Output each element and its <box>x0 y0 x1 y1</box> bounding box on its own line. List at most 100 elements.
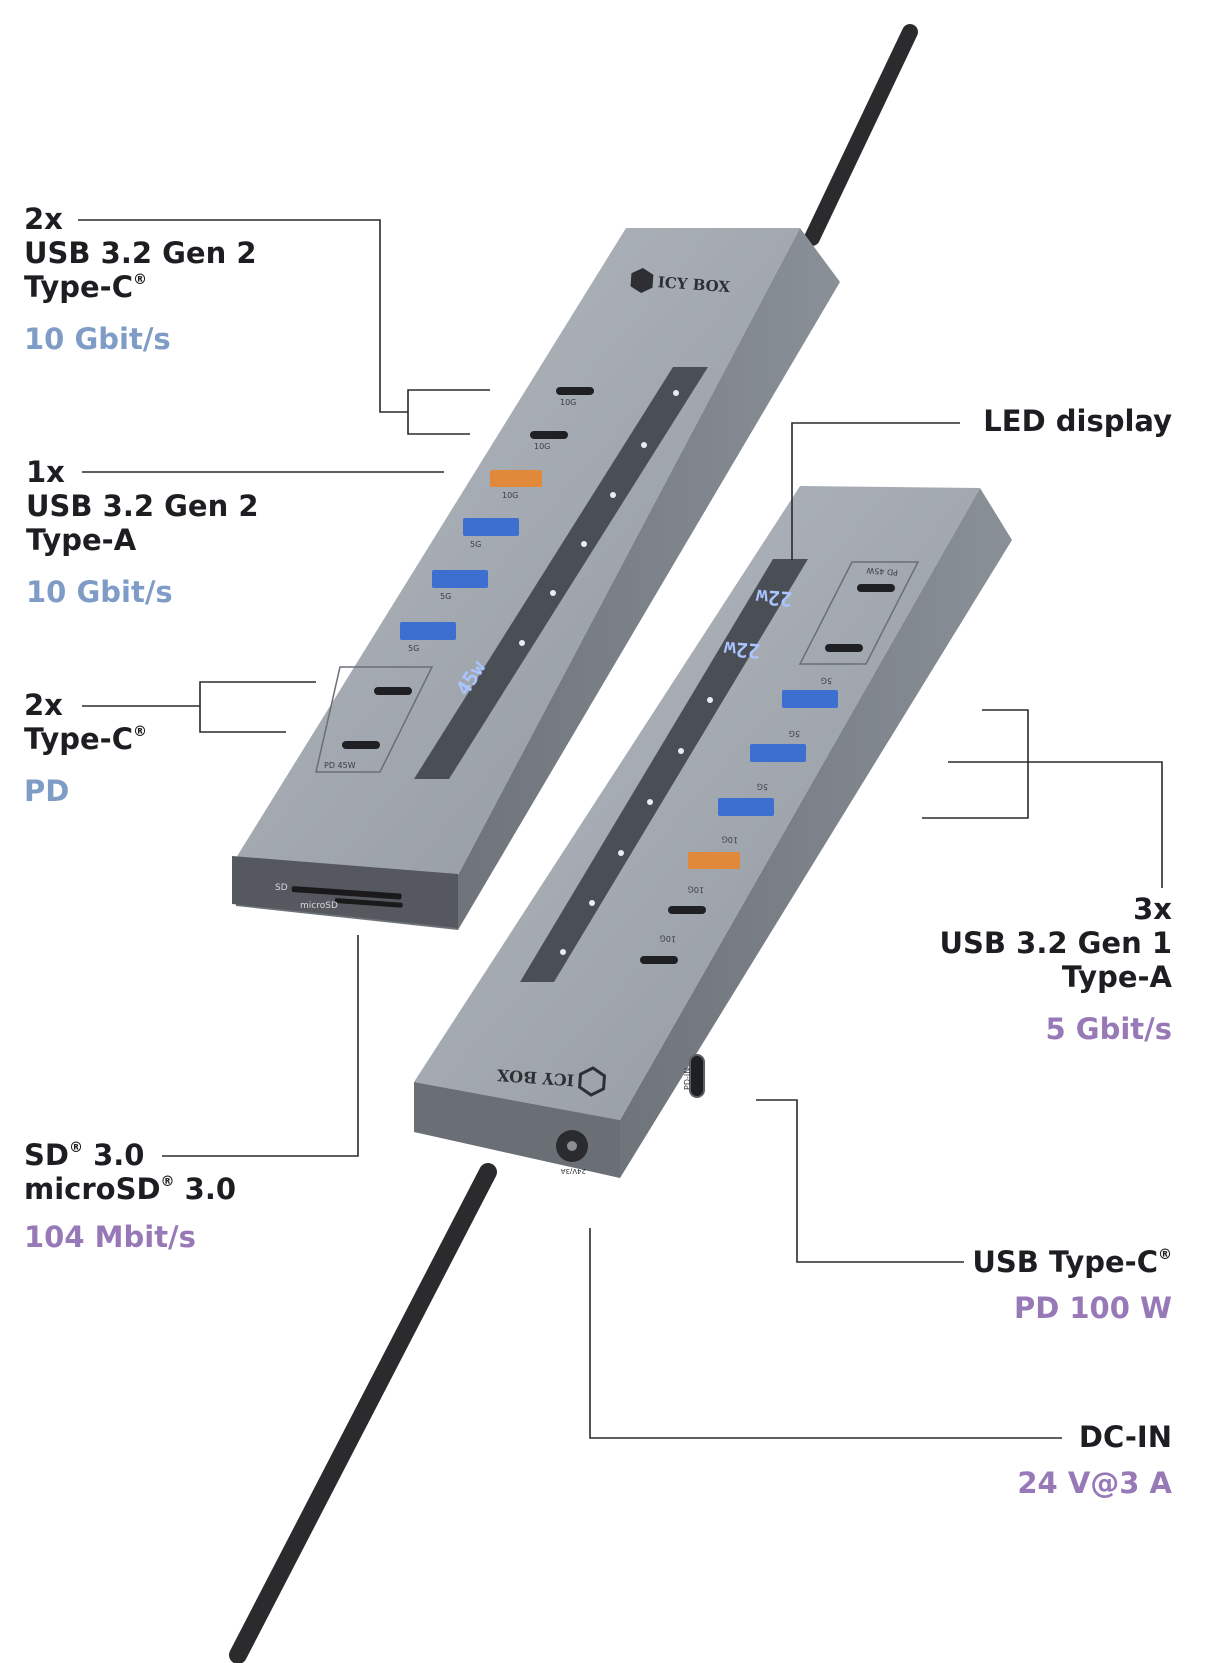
led-dot <box>581 541 587 547</box>
callout-led <box>791 422 960 560</box>
callout-lines <box>78 219 1163 1439</box>
label-interface: USB 3.2 Gen 2 <box>26 489 259 523</box>
led-dot <box>647 799 653 805</box>
led-reading-right-bottom: 22w <box>722 637 761 664</box>
usba-port-5g-1 <box>463 518 519 536</box>
label-sd-line2: microSD® 3.0 <box>24 1172 236 1206</box>
callout-usba-gen1-mid <box>948 761 1163 888</box>
pd-marking-left: PD 45W <box>324 761 356 770</box>
pd-in-marking: PD-IN <box>683 1068 692 1090</box>
microsd-marking: microSD <box>300 901 338 911</box>
label-usba-gen1: 3x USB 3.2 Gen 1 Type-A 5 Gbit/s <box>940 892 1173 1046</box>
usb-cable-top <box>804 24 918 246</box>
led-dot <box>641 442 647 448</box>
hub-right: 24V/3A ICY BOX PD-IN 22w 22w PD 45W 5G <box>414 486 1012 1178</box>
callout-typec-pd-b <box>199 706 286 733</box>
led-dot <box>589 900 595 906</box>
microsd-slot <box>334 898 403 908</box>
port-marking: 5G <box>470 540 481 549</box>
usbc-pd-port-4 <box>825 644 863 652</box>
label-usbc-text: USB Type-C <box>972 1245 1158 1279</box>
label-typec-pd: 2x Type-C® PD <box>24 688 147 808</box>
usbc-pd-port-2 <box>342 741 380 749</box>
usbc-port-10g-3 <box>668 906 706 914</box>
sd-marking: SD <box>275 883 288 893</box>
label-count: 2x <box>24 688 63 722</box>
label-type-text: Type-C <box>24 270 133 304</box>
callout-usbc-pd <box>756 1099 964 1263</box>
usbc-pd-port-1 <box>374 687 412 695</box>
cube-logo-icon <box>630 268 654 293</box>
spacer <box>972 1279 1172 1291</box>
port-marking: 5G <box>440 592 451 601</box>
registered-mark: ® <box>68 1140 83 1156</box>
label-dcin: DC-IN 24 V@3 A <box>1017 1420 1172 1500</box>
pd-port-frame-right <box>798 561 920 665</box>
led-dot <box>618 850 624 856</box>
led-dot <box>550 590 556 596</box>
dc-marking: 24V/3A <box>560 1167 586 1175</box>
label-speed: PD 100 W <box>1013 1291 1172 1325</box>
label-type: Type-A <box>26 523 137 557</box>
label-speed: 10 Gbit/s <box>24 322 171 356</box>
usbc-port-10g-1 <box>556 387 594 395</box>
usbc-port-10g-4 <box>640 956 678 964</box>
label-usba-gen2: 1x USB 3.2 Gen 2 Type-A 10 Gbit/s <box>26 455 259 609</box>
label-led-name: LED display <box>983 404 1172 438</box>
label-microsd-version: 3.0 <box>174 1172 237 1206</box>
ports-right: PD 45W 5G 5G 5G 10G 10G 10G <box>640 561 920 964</box>
label-speed: 24 V@3 A <box>1017 1466 1172 1500</box>
led-reading-right-top: 22w <box>754 585 793 612</box>
registered-mark: ® <box>1158 1247 1172 1263</box>
port-marking: 10G <box>560 398 576 407</box>
hub-right-right-side <box>620 488 1012 1178</box>
label-type: Type-A <box>1061 960 1172 994</box>
power-cable-bottom <box>229 1163 497 1663</box>
label-type: Type-C® <box>24 270 257 304</box>
label-interface: USB 3.2 Gen 1 <box>939 926 1173 960</box>
label-dcin-name: DC-IN <box>1078 1420 1172 1454</box>
callout-sd <box>162 935 359 1157</box>
usba-port-5g-4 <box>782 690 838 708</box>
spacer <box>24 1206 236 1220</box>
led-dot <box>673 390 679 396</box>
sd-slot <box>291 886 402 900</box>
label-led: LED display <box>983 404 1172 438</box>
registered-mark: ® <box>160 1174 175 1190</box>
dc-jack-inner <box>567 1141 577 1151</box>
pd-port-frame-left <box>315 666 434 773</box>
port-marking: 10G <box>502 491 518 500</box>
label-type-text: Type-C <box>24 722 133 756</box>
label-count: 3x <box>1133 892 1172 926</box>
port-marking: 10G <box>687 884 704 894</box>
usba-port-10g <box>490 470 542 487</box>
led-panel-left <box>414 367 708 779</box>
usba-port-5g-6 <box>718 798 774 816</box>
hub-left-right-side <box>458 228 840 930</box>
usbc-port-10g-2 <box>530 431 568 439</box>
cube-logo-icon <box>578 1066 607 1097</box>
spacer <box>24 756 147 774</box>
label-usbc-pd: USB Type-C® PD 100 W <box>972 1245 1172 1325</box>
label-count: 1x <box>26 455 65 489</box>
registered-mark: ® <box>133 272 147 288</box>
label-type: Type-C® <box>24 722 147 756</box>
label-speed: 10 Gbit/s <box>26 575 173 609</box>
port-marking: 5G <box>408 644 419 653</box>
label-sd-version: 3.0 <box>82 1138 145 1172</box>
ports-left: 10G 10G 10G 5G 5G 5G PD 45W <box>315 387 594 773</box>
icy-box-logo-left: ICY BOX <box>630 268 731 296</box>
led-dot <box>707 697 713 703</box>
registered-mark: ® <box>133 724 147 740</box>
usba-port-5g-5 <box>750 744 806 762</box>
spacer <box>26 557 259 575</box>
usba-port-10g-2 <box>688 852 740 869</box>
led-dots-right <box>560 697 713 955</box>
led-dot <box>560 949 566 955</box>
spacer <box>1017 1454 1172 1466</box>
usba-port-5g-3 <box>400 622 456 640</box>
callout-usbc-gen2 <box>78 219 408 413</box>
spacer <box>24 304 257 322</box>
port-marking: 5G <box>756 782 768 792</box>
